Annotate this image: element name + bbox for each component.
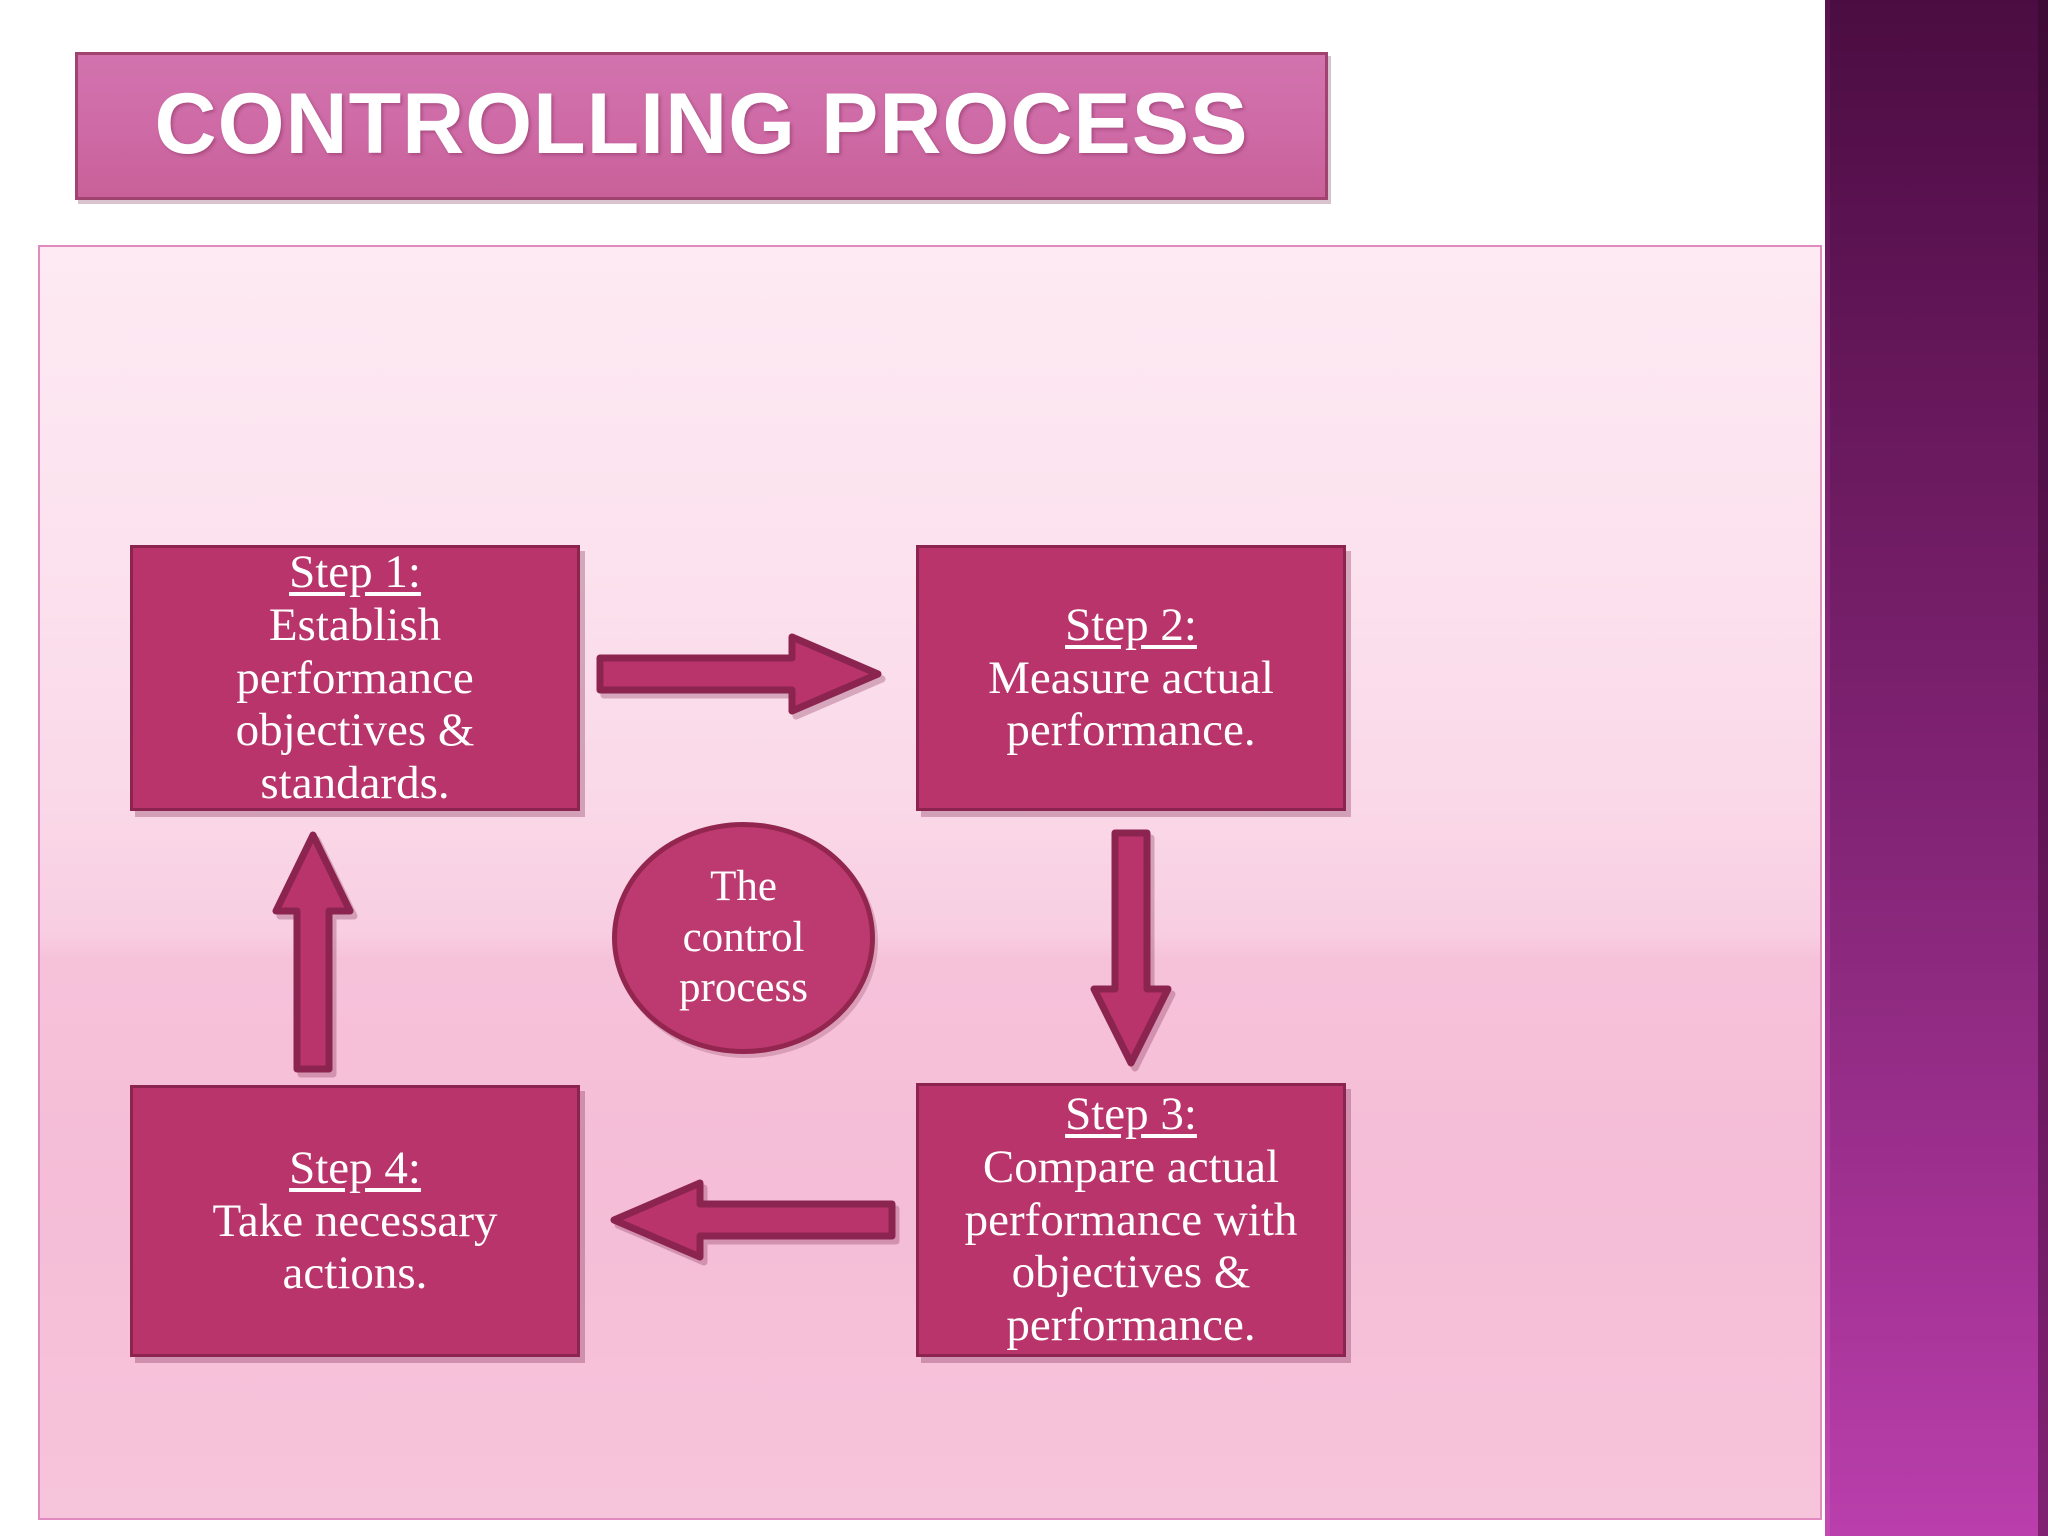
arrow-right-icon — [596, 633, 882, 715]
step-4-heading: Step 4: — [289, 1142, 421, 1195]
sidebar-right-edge — [2038, 0, 2048, 1536]
step-3-heading: Step 3: — [1065, 1088, 1197, 1141]
arrow-up-icon — [272, 825, 354, 1073]
sidebar-left-edge — [1825, 0, 1830, 1536]
step-1-heading: Step 1: — [289, 546, 421, 599]
step-2-heading: Step 2: — [1065, 599, 1197, 652]
arrow-down-icon — [1090, 829, 1172, 1067]
page-title: CONTROLLING PROCESS — [154, 76, 1249, 172]
arrow-left-icon — [596, 1179, 896, 1261]
decorative-sidebar — [1825, 0, 2048, 1536]
slide-title-bar: CONTROLLING PROCESS — [75, 52, 1328, 200]
